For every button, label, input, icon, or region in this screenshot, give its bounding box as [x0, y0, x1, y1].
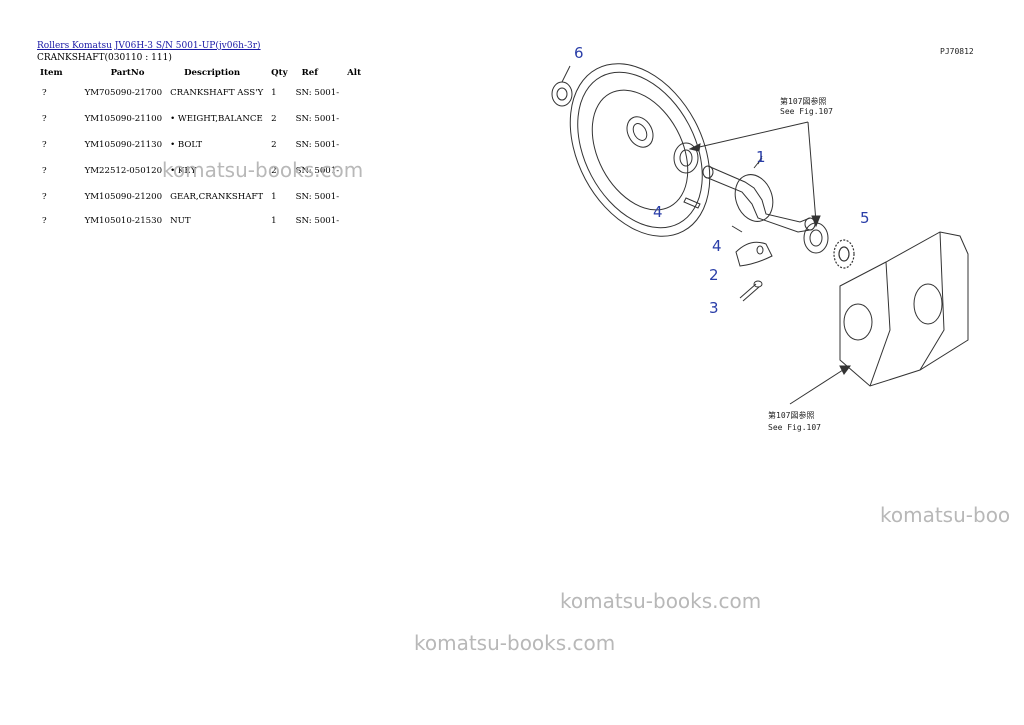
- cell-description: GEAR,CRANKSHAFT: [170, 192, 264, 202]
- watermark-text: komatsu-books.com: [560, 589, 762, 613]
- cell-alt: [343, 106, 365, 132]
- parts-table: Item PartNo Description Qty Ref Alt ? YM7…: [36, 66, 365, 232]
- cell-item: ?: [42, 216, 47, 226]
- cell-ref: SN: 5001-: [295, 114, 340, 124]
- key-part-drawing: [683, 197, 743, 233]
- header: Rollers Komatsu JV06H-3 S/N 5001-UP(jv06…: [37, 40, 261, 64]
- watermark-text: komatsu-boo: [880, 503, 1011, 527]
- crankshaft-drawing: [702, 157, 816, 233]
- section-title: CRANKSHAFT(030110 : 111): [37, 53, 172, 63]
- breadcrumb: Rollers Komatsu JV06H-3 S/N 5001-UP(jv06…: [37, 40, 261, 52]
- bolt-drawing: [739, 280, 763, 302]
- table-row: ? YM105090-21100 • WEIGHT,BALANCE 2 SN: 5001…: [36, 106, 365, 132]
- cell-description: CRANKSHAFT ASS'Y: [170, 88, 264, 98]
- callout-3[interactable]: 3: [709, 299, 719, 317]
- bearing-left-drawing: [673, 142, 699, 174]
- col-description: Description: [184, 68, 241, 78]
- watermark-text: komatsu-books.com: [414, 631, 616, 655]
- cell-description: • KEY: [170, 166, 197, 176]
- table-row: ? YM105090-21200 GEAR,CRANKSHAFT 1 SN: 5001-: [36, 184, 365, 210]
- cell-description: NUT: [170, 216, 191, 226]
- model-link[interactable]: JV06H-3 S/N 5001-UP(jv06h-3r): [114, 41, 261, 51]
- cell-partno: YM105090-21200: [84, 192, 163, 202]
- cell-partno: YM105090-21100: [84, 114, 163, 124]
- callout-6[interactable]: 6: [574, 44, 584, 62]
- cell-alt: [343, 184, 365, 210]
- cell-partno: YM105010-21530: [84, 216, 163, 226]
- cell-description: • WEIGHT,BALANCE: [170, 114, 263, 124]
- watermark-text: komatsu-books.com: [162, 158, 364, 182]
- cell-ref: SN: 5001-: [295, 166, 340, 176]
- callout-5[interactable]: 5: [860, 209, 870, 227]
- cell-ref: SN: 5001-: [295, 216, 340, 226]
- diagram-code: PJ70812: [940, 47, 974, 56]
- cell-partno: YM22512-050120: [84, 166, 163, 176]
- cell-partno: YM705090-21700: [84, 88, 163, 98]
- cell-item: ?: [42, 166, 47, 176]
- see-fig-top-jp: 第107図参照: [780, 96, 826, 106]
- cell-qty: 2: [271, 166, 277, 176]
- callout-2[interactable]: 2: [709, 266, 719, 284]
- cell-item: ?: [42, 88, 47, 98]
- cell-alt: [343, 132, 365, 158]
- cell-qty: 1: [271, 216, 277, 226]
- callout-1[interactable]: 1: [756, 148, 766, 166]
- reference-arrows: [688, 121, 851, 405]
- table-row: ? YM105010-21530 NUT 1 SN: 5001-: [36, 210, 365, 232]
- cell-alt: [343, 80, 365, 106]
- bearing-right-drawing: [803, 222, 829, 254]
- see-fig-bottom-en: See Fig.107: [768, 423, 821, 432]
- balance-weight-drawing: [735, 241, 773, 267]
- table-row: ? YM105090-21130 • BOLT 2 SN: 5001-: [36, 132, 365, 158]
- housing-drawing: [839, 231, 969, 387]
- cell-qty: 2: [271, 140, 277, 150]
- callout-4b[interactable]: 4: [712, 237, 722, 255]
- col-item: Item: [40, 68, 63, 78]
- cell-alt: [343, 210, 365, 232]
- cell-item: ?: [42, 114, 47, 124]
- cell-item: ?: [42, 140, 47, 150]
- table-row: ? YM22512-050120 • KEY 2 SN: 5001-: [36, 158, 365, 184]
- crankshaft-diagram: PJ70812: [551, 44, 974, 432]
- cell-ref: SN: 5001-: [295, 192, 340, 202]
- see-fig-top-en: See Fig.107: [780, 107, 833, 116]
- bearing-6-drawing: [551, 65, 573, 107]
- col-alt: Alt: [347, 68, 362, 78]
- cell-qty: 1: [271, 88, 277, 98]
- col-qty: Qty: [271, 68, 288, 78]
- brand-link[interactable]: Rollers Komatsu: [37, 41, 112, 51]
- cell-item: ?: [42, 192, 47, 202]
- cell-description: • BOLT: [170, 140, 203, 150]
- cell-partno: YM105090-21130: [84, 140, 163, 150]
- cell-ref: SN: 5001-: [295, 140, 340, 150]
- col-partno: PartNo: [110, 68, 145, 78]
- cell-qty: 2: [271, 114, 277, 124]
- gear-5-drawing: [833, 239, 855, 269]
- cell-qty: 1: [271, 192, 277, 202]
- col-ref: Ref: [301, 68, 318, 78]
- cell-ref: SN: 5001-: [295, 88, 340, 98]
- table-header-row: Item PartNo Description Qty Ref Alt: [36, 66, 365, 80]
- callout-4a[interactable]: 4: [653, 203, 663, 221]
- see-fig-bottom-jp: 第107図参照: [768, 410, 814, 420]
- flywheel-drawing: [569, 63, 711, 237]
- table-row: ? YM705090-21700 CRANKSHAFT ASS'Y 1 SN: 5001…: [36, 80, 365, 106]
